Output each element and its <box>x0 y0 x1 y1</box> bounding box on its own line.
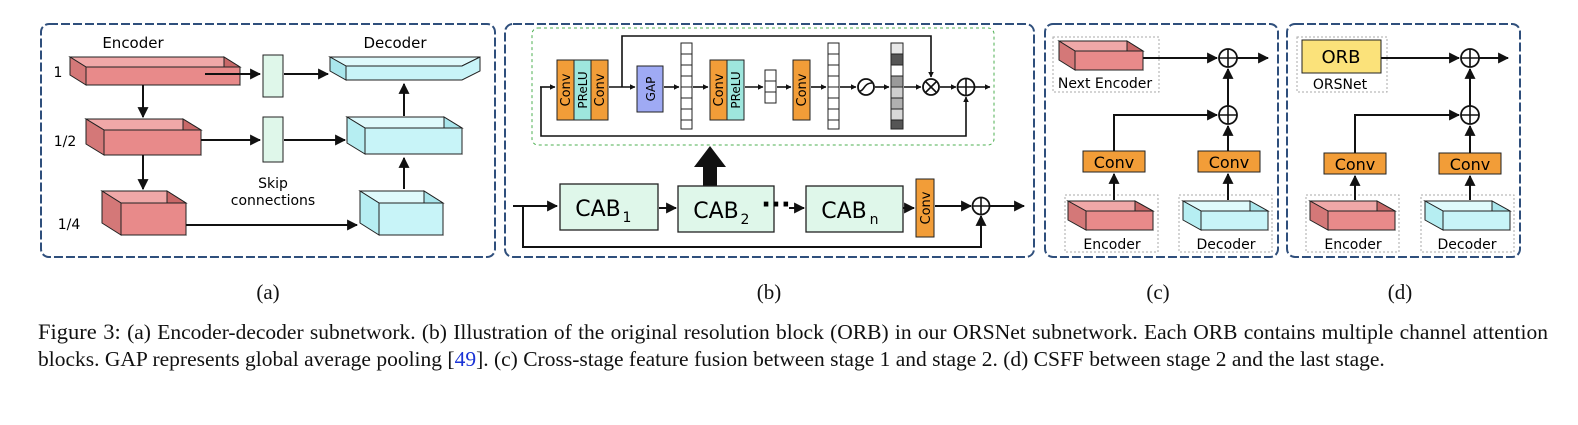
citation-link[interactable]: 49 <box>454 347 477 371</box>
feature-vector-3 <box>827 42 840 130</box>
cab-detail-box <box>531 27 995 146</box>
skip-block-1 <box>262 54 284 98</box>
decoder-c-block <box>1181 200 1270 231</box>
cab-chain-arrows <box>513 200 1026 248</box>
figure-caption: Figure 3: (a) Encoder-decoder subnetwork… <box>38 318 1548 373</box>
subfigure-label-d: (d) <box>1387 280 1413 304</box>
cab-n-block <box>805 185 904 233</box>
sigmoid-icon <box>857 78 875 96</box>
scale-quarter-label: 1/4 <box>58 217 81 233</box>
encoder-d-label: Encoder <box>1324 237 1381 253</box>
panel-a-border <box>40 23 496 258</box>
cab-ellipsis: ··· <box>761 190 791 220</box>
detail-conv-3-label: Conv <box>712 73 727 106</box>
feature-vector-1 <box>680 42 693 130</box>
encoder-d-dashed-box <box>1305 194 1400 253</box>
panel-d-border <box>1286 23 1521 258</box>
encoder-block-3 <box>100 190 188 236</box>
orsnet-dashed-box <box>1296 36 1388 93</box>
cab-n-label: CAB <box>821 199 867 224</box>
orb-label: ORB <box>1321 47 1360 68</box>
expand-arrow <box>694 146 726 186</box>
decoder-block-1 <box>328 56 481 81</box>
gap-block <box>636 65 664 113</box>
encoder-label: Encoder <box>102 34 164 52</box>
panel-c-arrows <box>1108 52 1270 200</box>
panel-a-arrows <box>137 68 410 231</box>
add-icon-orb <box>971 196 991 216</box>
conv-d-right-label: Conv <box>1450 155 1491 174</box>
decoder-d-dashed-box <box>1420 194 1515 253</box>
scale-half-label: 1/2 <box>54 134 77 150</box>
encoder-block-2 <box>84 118 203 156</box>
skip-label-line1: Skip <box>258 176 288 192</box>
encoder-block-1 <box>68 56 242 86</box>
orb-conv-label: Conv <box>919 191 934 224</box>
encoder-c-dashed-box <box>1064 194 1159 253</box>
decoder-d-block <box>1423 200 1512 231</box>
skip-block-2 <box>262 116 284 163</box>
cab-2-subscript: 2 <box>741 212 750 228</box>
conv-c-left-label: Conv <box>1094 153 1135 172</box>
panel-d-arrows <box>1349 52 1510 200</box>
caption-text-part2: ]. (c) Cross-stage feature fusion betwee… <box>476 347 1385 371</box>
cab-2-block <box>677 185 775 233</box>
cab-n-subscript: n <box>870 212 879 228</box>
conv-d-left-label: Conv <box>1335 155 1376 174</box>
feature-vector-2 <box>764 69 777 104</box>
detail-conv-4-label: Conv <box>795 73 810 106</box>
figure-diagram: Encoder Decoder 1 1/2 1/4 <box>40 23 1521 258</box>
detail-conv-2-label: Conv <box>593 73 608 106</box>
detail-prelu-2 <box>726 59 745 121</box>
add-icon-c-mid <box>1218 105 1238 125</box>
subfigure-label-a: (a) <box>256 280 280 304</box>
detail-arrows <box>540 35 991 137</box>
decoder-c-dashed-box <box>1178 194 1273 253</box>
decoder-label: Decoder <box>363 34 427 52</box>
panel-a: Encoder Decoder 1 1/2 1/4 <box>40 23 496 258</box>
panel-b-border <box>504 23 1035 258</box>
decoder-d-label: Decoder <box>1438 237 1497 253</box>
figure-number: Figure 3: <box>38 319 121 344</box>
subfigure-label-b: (b) <box>756 280 782 304</box>
cab-2-label: CAB <box>693 199 739 224</box>
panel-b: Conv PReLU Conv GAP Conv PReLU Conv <box>504 23 1035 258</box>
add-icon-c-top <box>1218 48 1238 68</box>
panel-c-border <box>1044 23 1279 258</box>
cab-1-block <box>559 183 659 231</box>
encoder-c-block <box>1066 200 1155 231</box>
decoder-c-label: Decoder <box>1197 237 1256 253</box>
orb-conv-block <box>915 178 935 238</box>
attention-weights-vector <box>890 42 904 130</box>
subfigure-label-c: (c) <box>1146 280 1170 304</box>
gap-label: GAP <box>644 77 658 102</box>
multiply-icon <box>922 78 940 96</box>
add-icon-detail <box>956 77 976 97</box>
detail-conv-1-label: Conv <box>559 73 574 106</box>
add-icon-d-top <box>1460 48 1480 68</box>
skip-label-line2: connections <box>231 193 315 209</box>
add-icon-d-mid <box>1460 105 1480 125</box>
conv-c-right-label: Conv <box>1209 153 1250 172</box>
next-encoder-dashed-box <box>1052 36 1160 93</box>
next-encoder-label: Next Encoder <box>1058 76 1153 92</box>
detail-prelu-1-label: PReLU <box>576 71 590 108</box>
detail-prelu-2-label: PReLU <box>729 71 743 108</box>
detail-conv-2 <box>590 59 609 121</box>
scale-1-label: 1 <box>54 65 63 81</box>
decoder-block-3 <box>358 190 445 236</box>
panel-c: Next Encoder Conv Conv Encoder <box>1044 23 1279 258</box>
next-encoder-block <box>1057 40 1145 71</box>
orb-block <box>1301 39 1382 74</box>
caption-text-part1: (a) Encoder-decoder subnetwork. (b) Illu… <box>38 320 1548 371</box>
encoder-c-label: Encoder <box>1083 237 1140 253</box>
cab-1-label: CAB <box>575 197 621 222</box>
panel-d: ORB ORSNet Conv Conv Encoder <box>1286 23 1521 258</box>
detail-conv-4 <box>792 59 811 121</box>
cab-1-subscript: 1 <box>623 210 632 226</box>
orsnet-label: ORSNet <box>1313 77 1368 93</box>
decoder-block-2 <box>345 116 464 155</box>
encoder-d-block <box>1308 200 1397 231</box>
